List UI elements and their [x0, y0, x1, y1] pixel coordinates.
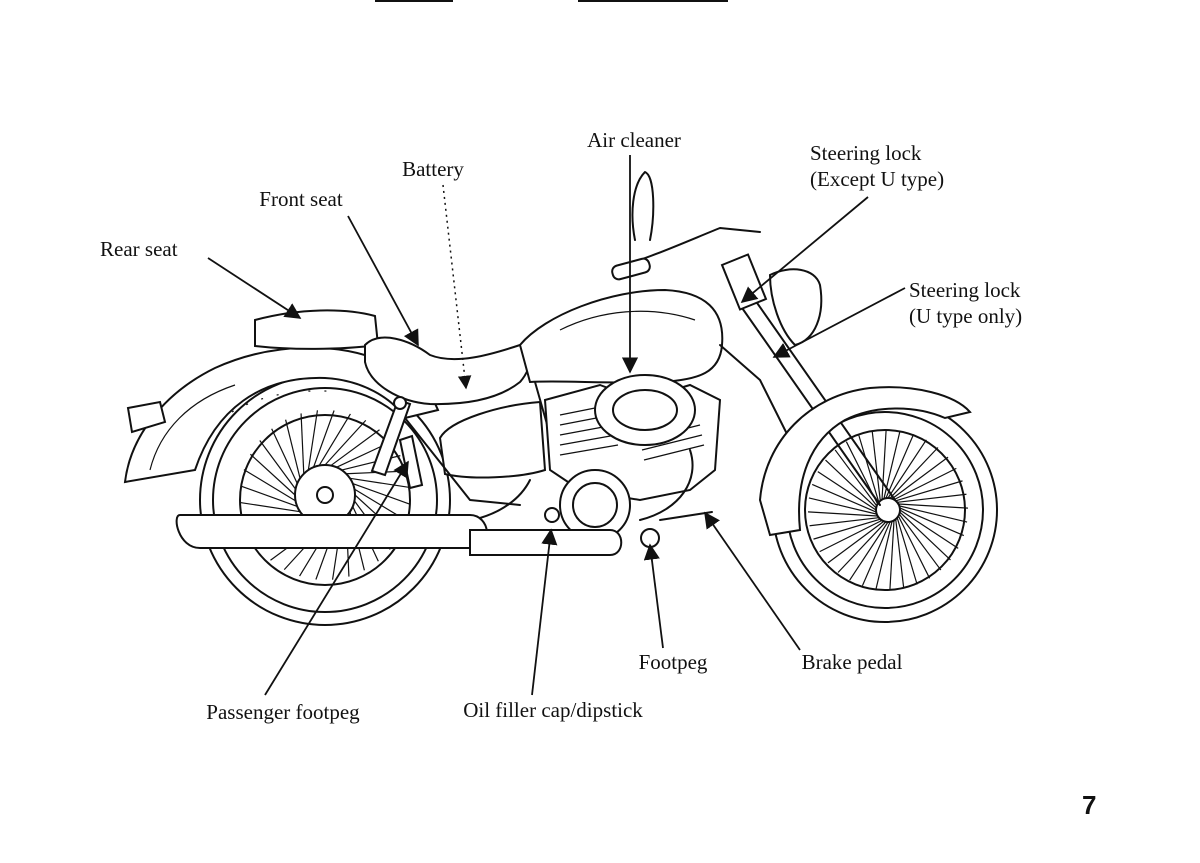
headlight [768, 268, 823, 347]
label-steering-lock-except-line2: (Except U type) [810, 167, 945, 191]
wheel-spoke [887, 439, 927, 499]
wheel-spoke [318, 413, 351, 466]
wheel-spoke [871, 431, 881, 501]
engine [543, 374, 722, 541]
label-footpeg: Footpeg [638, 650, 708, 674]
passenger-footpeg-shape [398, 434, 424, 490]
wheel-spoke [807, 511, 878, 517]
wheel-spoke [330, 429, 380, 467]
wheel-spoke [885, 433, 915, 499]
wheel-spoke [875, 521, 893, 590]
wheel-spoke [349, 477, 410, 489]
wheel-spoke [895, 480, 963, 502]
label-battery: Battery [402, 157, 464, 181]
wheel-spoke [881, 429, 887, 500]
leader-footpeg [643, 543, 664, 649]
wheel-spoke [891, 456, 949, 500]
callout-leaders [207, 155, 906, 696]
wheel-spoke [897, 493, 967, 503]
label-steering-lock-u-line2: (U type only) [909, 304, 1023, 328]
leader-brake-pedal [704, 511, 801, 651]
label-steering-lock-except-line1: Steering lock [810, 141, 922, 165]
wheel-spoke [897, 515, 931, 579]
label-steering-lock-u: Steering lock (U type only) [909, 277, 1022, 329]
leader-battery [442, 184, 472, 390]
leader-rear-seat [207, 257, 302, 319]
wheel-spoke [825, 459, 877, 509]
leader-steering-lock-u [772, 287, 906, 358]
mirror [631, 171, 655, 241]
footpeg-shape [640, 528, 660, 548]
wheel-spoke [895, 519, 905, 589]
wheel-spoke [240, 485, 298, 508]
label-oil-filler-cap: Oil filler cap/dipstick [463, 698, 643, 722]
wheel-spoke [312, 410, 335, 468]
wheel-spoke [808, 497, 877, 515]
wheel-spoke [899, 509, 959, 549]
wheel-spoke [243, 469, 296, 502]
wheel-spoke [809, 517, 879, 527]
wheel-spoke [827, 520, 885, 564]
wheel-spoke [352, 482, 410, 505]
page-number: 7 [1082, 790, 1097, 820]
fuel-tank [518, 288, 724, 384]
wheel-spoke [250, 453, 296, 496]
wheel-spoke [898, 503, 969, 509]
leader-steering-lock-except-u [740, 196, 869, 304]
label-front-seat: Front seat [259, 187, 343, 211]
wheel-spoke [813, 518, 881, 540]
wheel-spoke [271, 428, 298, 484]
wheel-spoke [307, 410, 319, 471]
brake-pedal-shape [659, 511, 713, 521]
wheel-spoke [899, 511, 951, 561]
wheel-spoke [259, 440, 297, 490]
wheel-spoke [889, 447, 939, 499]
wheel-spoke [858, 435, 880, 503]
wheel-spoke [834, 449, 878, 507]
wheel-spoke [837, 521, 887, 573]
label-rear-seat: Rear seat [100, 237, 178, 261]
air-cleaner-cover [594, 374, 696, 446]
label-passenger-footpeg: Passenger footpeg [206, 700, 360, 724]
wheel-spoke [893, 467, 957, 501]
wheel-spoke [898, 513, 942, 571]
wheel-spoke [899, 507, 965, 537]
header-rule-left [375, 0, 453, 2]
leader-passenger-footpeg [264, 460, 409, 696]
wheel-spoke [324, 420, 367, 466]
oil-filler-cap-shape [544, 507, 560, 523]
wheel-spoke [819, 519, 883, 553]
wheel-spoke [285, 419, 301, 479]
wheel-spoke [811, 483, 877, 513]
wheel-spoke [861, 521, 891, 587]
wheel-spoke [899, 505, 968, 523]
label-steering-lock-u-line1: Steering lock [909, 278, 1021, 302]
header-rule-right [578, 0, 728, 2]
label-air-cleaner: Air cleaner [587, 128, 681, 152]
rear-seat-shape [254, 309, 380, 350]
wheel-spoke [817, 471, 877, 511]
wheel-spoke [896, 517, 918, 585]
label-steering-lock-except-u: Steering lock (Except U type) [810, 140, 944, 192]
leader-oil-filler-cap [531, 528, 558, 696]
wheel-spoke [849, 521, 889, 581]
wheel-spoke [300, 413, 305, 474]
wheel-spoke [889, 520, 895, 591]
taillight [126, 400, 167, 434]
label-brake-pedal: Brake pedal [801, 650, 903, 674]
exhaust [175, 449, 694, 556]
wheel-spoke [240, 501, 301, 513]
side-cover [438, 400, 547, 479]
front-fender [758, 386, 972, 537]
leader-front-seat [347, 215, 419, 347]
